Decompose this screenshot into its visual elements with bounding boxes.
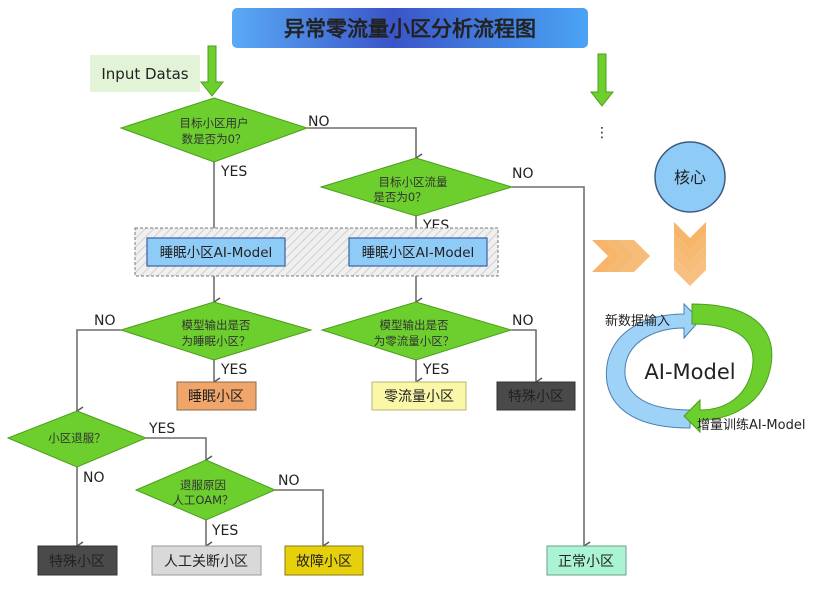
edge-label-yes: YES <box>422 362 449 378</box>
cycle-center-label: AI-Model <box>644 360 735 384</box>
edge-label-no: NO <box>94 313 116 329</box>
svg-text:模型输出是否: 模型输出是否 <box>380 318 449 332</box>
decision-sleep-output: 模型输出是否 为睡眠小区？ <box>119 301 313 361</box>
svg-text:特殊小区: 特殊小区 <box>508 389 564 405</box>
svg-text:睡眠小区AI-Model: 睡眠小区AI-Model <box>160 245 273 261</box>
connectors <box>75 127 591 551</box>
edge-labels: NO YES NO YES NO YES NO YES YES NO NO YE… <box>83 114 534 539</box>
svg-text:正常小区: 正常小区 <box>558 554 614 570</box>
svg-text:为零流量小区？: 为零流量小区？ <box>374 334 455 348</box>
edge-label-no: NO <box>83 470 105 486</box>
input-data-label: Input Datas <box>101 65 188 83</box>
cycle-arrow-blue <box>605 302 701 429</box>
result-sleep-cell: 睡眠小区 <box>176 381 257 411</box>
cycle-arrow-green <box>683 303 773 434</box>
title-banner: 异常零流量小区分析流程图 <box>232 8 588 48</box>
svg-text:是否为0？: 是否为0？ <box>373 190 426 204</box>
svg-text:睡眠小区: 睡眠小区 <box>188 389 244 405</box>
svg-text:零流量小区: 零流量小区 <box>384 389 454 405</box>
svg-text:退服原因: 退服原因 <box>180 478 226 492</box>
svg-text:睡眠小区AI-Model: 睡眠小区AI-Model <box>362 245 475 261</box>
chevron-down-icon <box>674 222 706 286</box>
input-arrow-left <box>199 45 225 97</box>
edge-label-no: NO <box>308 114 330 130</box>
edge-label-no: NO <box>512 166 534 182</box>
decision-decommission: 小区退服？ <box>6 410 148 468</box>
edge-label-yes: YES <box>220 362 247 378</box>
edge-label-yes: YES <box>211 523 238 539</box>
result-manual-shutdown-cell: 人工关断小区 <box>151 545 262 576</box>
result-fault-cell: 故障小区 <box>284 545 364 576</box>
svg-text:特殊小区: 特殊小区 <box>49 554 105 570</box>
new-data-input-label: 新数据输入 <box>605 313 670 329</box>
result-normal-cell: 正常小区 <box>546 545 627 576</box>
decision-traffic-zero: 目标小区流量 是否为0？ <box>319 157 514 217</box>
input-data-box: Input Datas <box>90 55 200 92</box>
core-label: 核心 <box>674 168 706 187</box>
result-special-cell-bottom: 特殊小区 <box>37 545 118 576</box>
decision-manual-oam: 退服原因 人工OAM？ <box>134 459 277 521</box>
edge-label-no: NO <box>512 313 534 329</box>
svg-text:目标小区流量: 目标小区流量 <box>379 175 448 189</box>
edge-label-no: NO <box>278 473 300 489</box>
ai-model-cycle: AI-Model 新数据输入 增量训练AI-Model <box>605 302 805 434</box>
input-arrow-right <box>589 53 615 107</box>
svg-text:故障小区: 故障小区 <box>296 554 352 570</box>
chevron-right-icon <box>592 240 650 272</box>
result-zero-traffic-cell: 零流量小区 <box>371 381 467 411</box>
svg-text:人工关断小区: 人工关断小区 <box>164 554 248 570</box>
svg-text:人工OAM？: 人工OAM？ <box>172 493 233 507</box>
result-special-cell: 特殊小区 <box>496 381 576 411</box>
page-title: 异常零流量小区分析流程图 <box>284 17 536 41</box>
svg-text:数是否为0？: 数是否为0？ <box>182 132 247 146</box>
decision-zero-output: 模型输出是否 为零流量小区？ <box>320 301 513 361</box>
edge-label-yes: YES <box>220 164 247 180</box>
svg-text:小区退服？: 小区退服？ <box>48 431 106 445</box>
svg-text:为睡眠小区？: 为睡眠小区？ <box>182 334 251 348</box>
edge-label-yes: YES <box>148 421 175 437</box>
ai-model-container: 睡眠小区AI-Model 睡眠小区AI-Model <box>134 227 499 277</box>
svg-text:目标小区用户: 目标小区用户 <box>180 116 249 130</box>
incremental-training-label: 增量训练AI-Model <box>697 418 805 433</box>
svg-text:模型输出是否: 模型输出是否 <box>182 318 251 332</box>
core-circle: 核心 <box>654 141 726 213</box>
ai-model-right: 睡眠小区AI-Model <box>348 237 488 267</box>
decision-users-zero: 目标小区用户 数是否为0？ <box>119 97 309 163</box>
ellipsis-indicator: ⋮ <box>595 125 609 141</box>
ai-model-left: 睡眠小区AI-Model <box>146 237 286 267</box>
